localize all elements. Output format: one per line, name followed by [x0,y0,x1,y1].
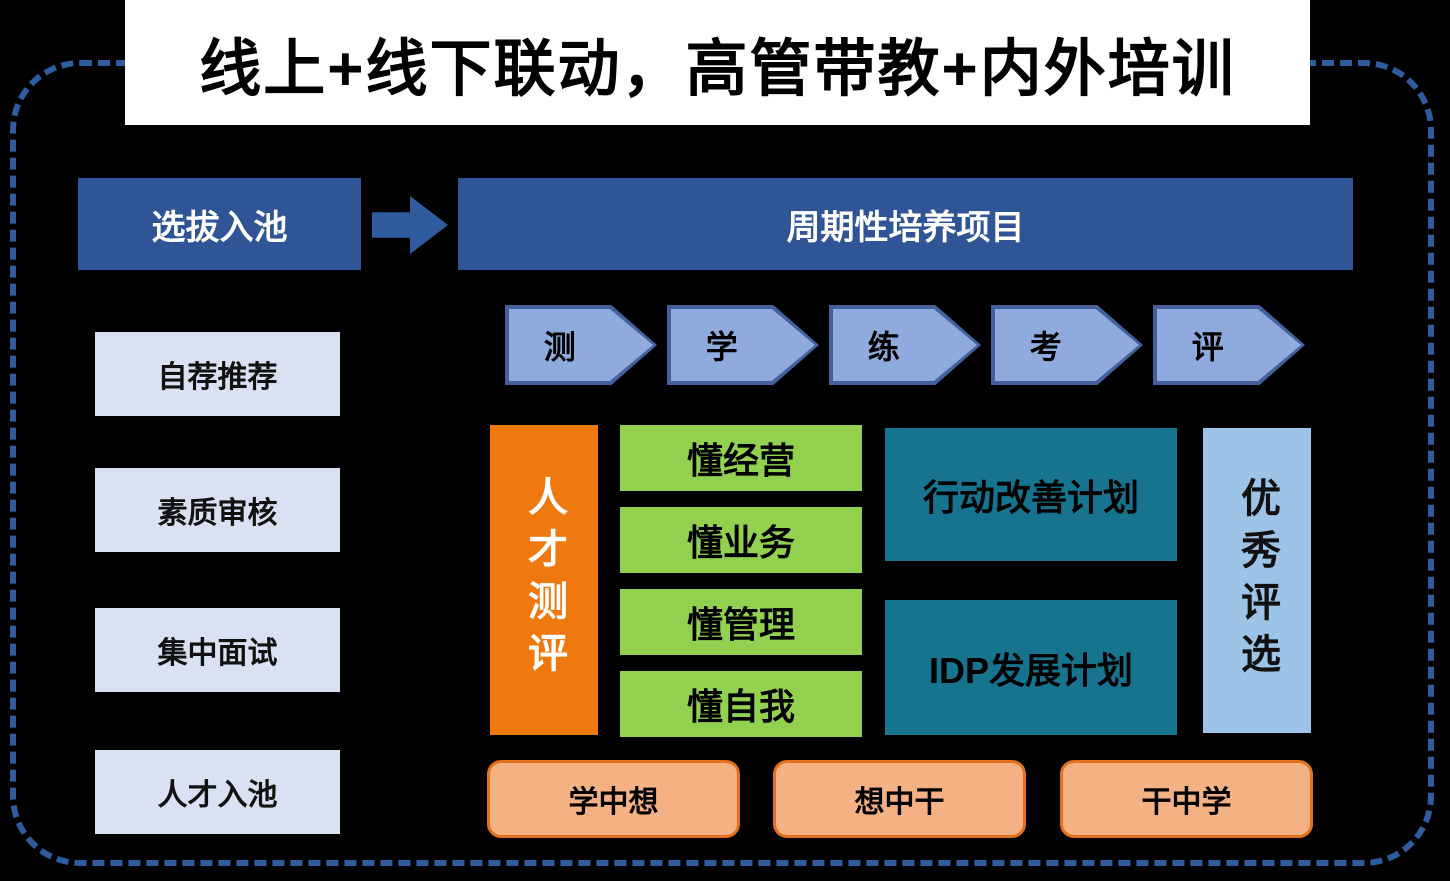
competency-self: 懂自我 [620,671,862,737]
cycle-label: 干中学 [1141,786,1232,819]
cycle-label: 学中想 [568,786,659,819]
competency-label: 懂经营 [686,440,795,481]
idp-development-plan-box: IDP发展计划 [885,600,1177,735]
talent-assessment-box: 人才测评 [490,425,598,735]
title-banner: 线上+线下联动，高管带教+内外培训 [125,0,1310,125]
excellence-selection-box: 优秀评选 [1203,428,1311,733]
excellence-selection-label: 优秀评选 [1235,476,1279,685]
talent-assessment-label: 人才测评 [522,476,566,684]
competency-label: 懂业务 [686,522,795,563]
cycle-learn-while-doing: 干中学 [1060,760,1313,838]
phase-label: 评 [1191,329,1224,365]
plan-label: 行动改善计划 [922,476,1139,518]
cycle-think-while-learning: 学中想 [487,760,740,838]
selection-pool-label: 选拔入池 [151,208,288,247]
step-label: 素质审核 [157,497,278,530]
phase-label: 测 [543,329,576,365]
competency-business: 懂业务 [620,507,862,573]
phase-label: 学 [705,329,738,365]
plan-label: IDP发展计划 [928,649,1133,691]
competency-management: 懂管理 [620,589,862,655]
action-improvement-plan-box: 行动改善计划 [885,428,1177,561]
training-program-header: 周期性培养项目 [458,178,1353,270]
selection-pool-header: 选拔入池 [78,178,361,270]
step-self-recommendation: 自荐推荐 [95,332,340,416]
step-talent-pool: 人才入池 [95,750,340,834]
competency-business-operation: 懂经营 [620,425,862,491]
competency-label: 懂自我 [686,686,795,727]
training-program-label: 周期性培养项目 [786,208,1025,247]
cycle-do-while-thinking: 想中干 [773,760,1026,838]
competency-label: 懂管理 [686,604,795,645]
phase-chevron-test: 测 [505,305,657,385]
phase-chevron-evaluate: 评 [1153,305,1305,385]
step-label: 人才入池 [157,779,278,812]
phase-label: 考 [1029,329,1062,365]
step-central-interview: 集中面试 [95,608,340,692]
phase-label: 练 [867,329,900,365]
page-title: 线上+线下联动，高管带教+内外培训 [199,34,1236,104]
step-label: 集中面试 [157,637,278,670]
cycle-label: 想中干 [854,786,945,819]
step-quality-review: 素质审核 [95,468,340,552]
step-label: 自荐推荐 [157,361,278,394]
